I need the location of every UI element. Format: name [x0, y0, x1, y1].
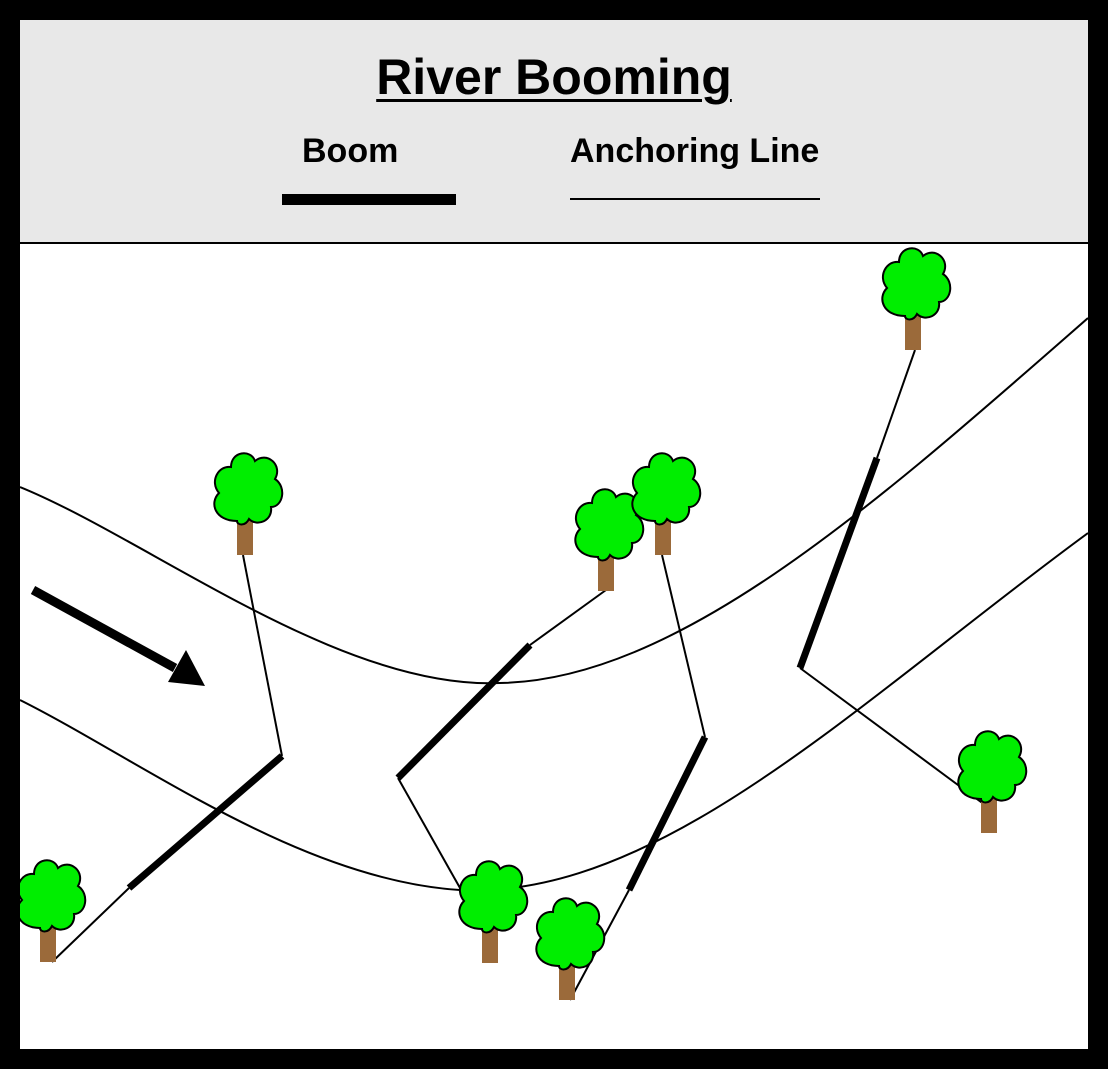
river-upper-bank	[20, 317, 1088, 685]
header-panel: River Booming Boom Anchoring Line	[20, 20, 1088, 244]
anchoring-line	[242, 554, 283, 757]
river-lower-bank	[20, 532, 1088, 892]
boom-segment	[625, 735, 709, 892]
anchoring-line	[51, 887, 130, 963]
tree-icon	[458, 860, 529, 964]
anchoring-lines	[51, 349, 986, 1001]
anchoring-line	[529, 589, 607, 646]
boom-segment	[395, 642, 533, 781]
tree-icon	[881, 247, 952, 351]
legend-anchoring-line-label: Anchoring Line	[570, 132, 820, 170]
page-title: River Booming	[376, 49, 732, 105]
river-diagram	[20, 247, 1088, 1001]
legend-boom-swatch	[282, 194, 456, 205]
flow-direction-arrow-icon	[30, 586, 205, 686]
anchoring-line	[397, 777, 461, 889]
legend-boom-label: Boom	[302, 132, 399, 170]
boom-segment	[126, 753, 285, 891]
tree-icon	[631, 452, 702, 556]
tree-icon	[535, 897, 606, 1001]
legend-anchoring-line-swatch	[570, 198, 820, 200]
anchoring-line	[661, 554, 706, 738]
anchoring-line	[876, 349, 916, 459]
tree-icon	[213, 452, 284, 556]
tree-icon	[20, 859, 87, 963]
boom-segment	[796, 456, 881, 670]
booms	[126, 456, 881, 892]
tree-icon	[957, 730, 1028, 834]
anchoring-line	[799, 667, 986, 806]
